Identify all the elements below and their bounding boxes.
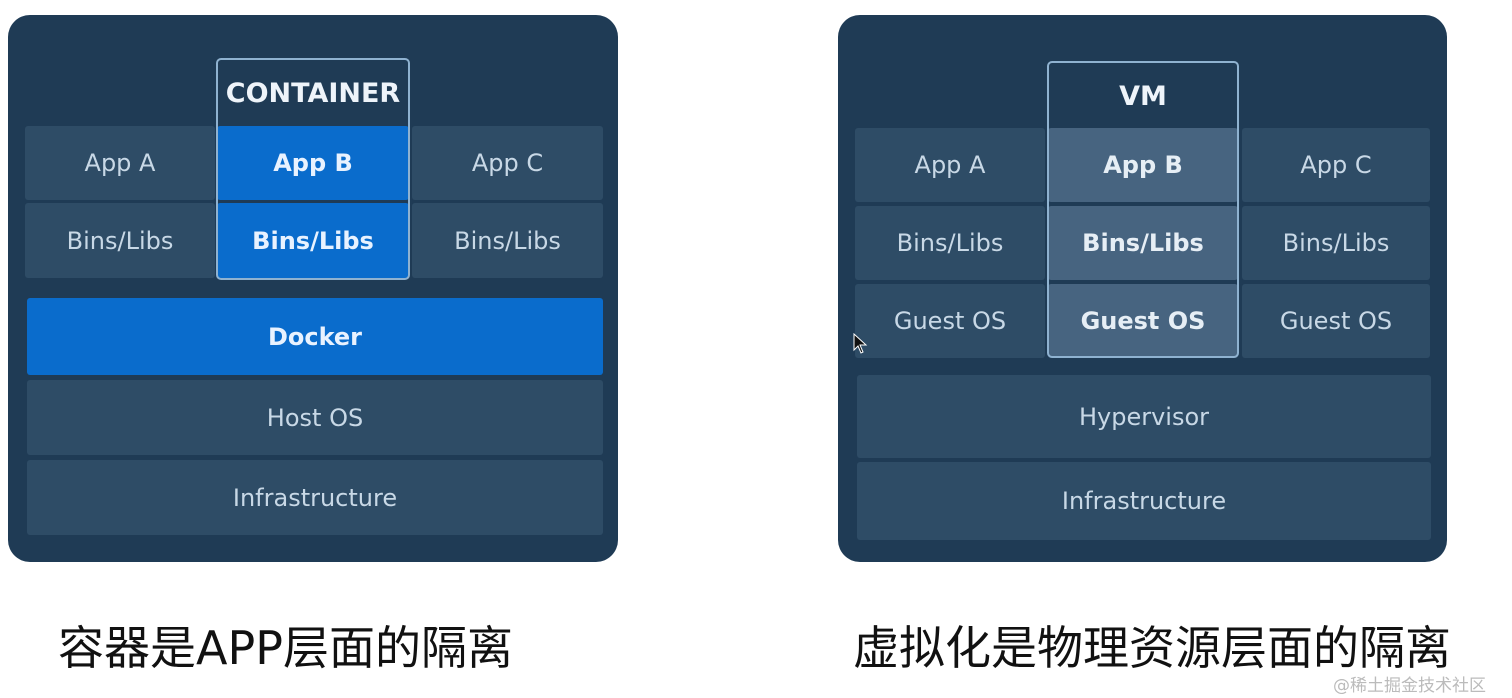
mouse-cursor-icon [853, 333, 868, 354]
container-libs-a: Bins/Libs [25, 203, 215, 278]
container-app-c: App C [412, 126, 603, 200]
container-infrastructure-layer: Infrastructure [27, 460, 603, 535]
vm-libs-b: Bins/Libs [1048, 206, 1238, 280]
container-caption: 容器是APP层面的隔离 [58, 621, 513, 675]
container-libs-c: Bins/Libs [412, 203, 603, 278]
container-label: CONTAINER [225, 77, 401, 109]
vm-caption: 虚拟化是物理资源层面的隔离 [853, 621, 1451, 675]
container-outline [216, 58, 410, 280]
container-app-a: App A [25, 126, 215, 200]
vm-app-b: App B [1048, 128, 1238, 202]
vm-app-c: App C [1242, 128, 1430, 202]
vm-infrastructure-layer: Infrastructure [857, 462, 1431, 540]
vm-outline [1047, 61, 1239, 358]
vm-label: VM [1119, 80, 1167, 112]
host-os-layer: Host OS [27, 380, 603, 455]
vm-guest-os-a: Guest OS [855, 284, 1045, 358]
container-app-b: App B [217, 126, 409, 200]
hypervisor-layer: Hypervisor [857, 375, 1431, 458]
docker-layer: Docker [27, 298, 603, 375]
vm-libs-a: Bins/Libs [855, 206, 1045, 280]
vm-app-a: App A [855, 128, 1045, 202]
vm-guest-os-b: Guest OS [1048, 284, 1238, 358]
container-libs-b: Bins/Libs [217, 203, 409, 278]
vm-guest-os-c: Guest OS [1242, 284, 1430, 358]
vm-libs-c: Bins/Libs [1242, 206, 1430, 280]
watermark: @稀土掘金技术社区 [1333, 676, 1486, 696]
